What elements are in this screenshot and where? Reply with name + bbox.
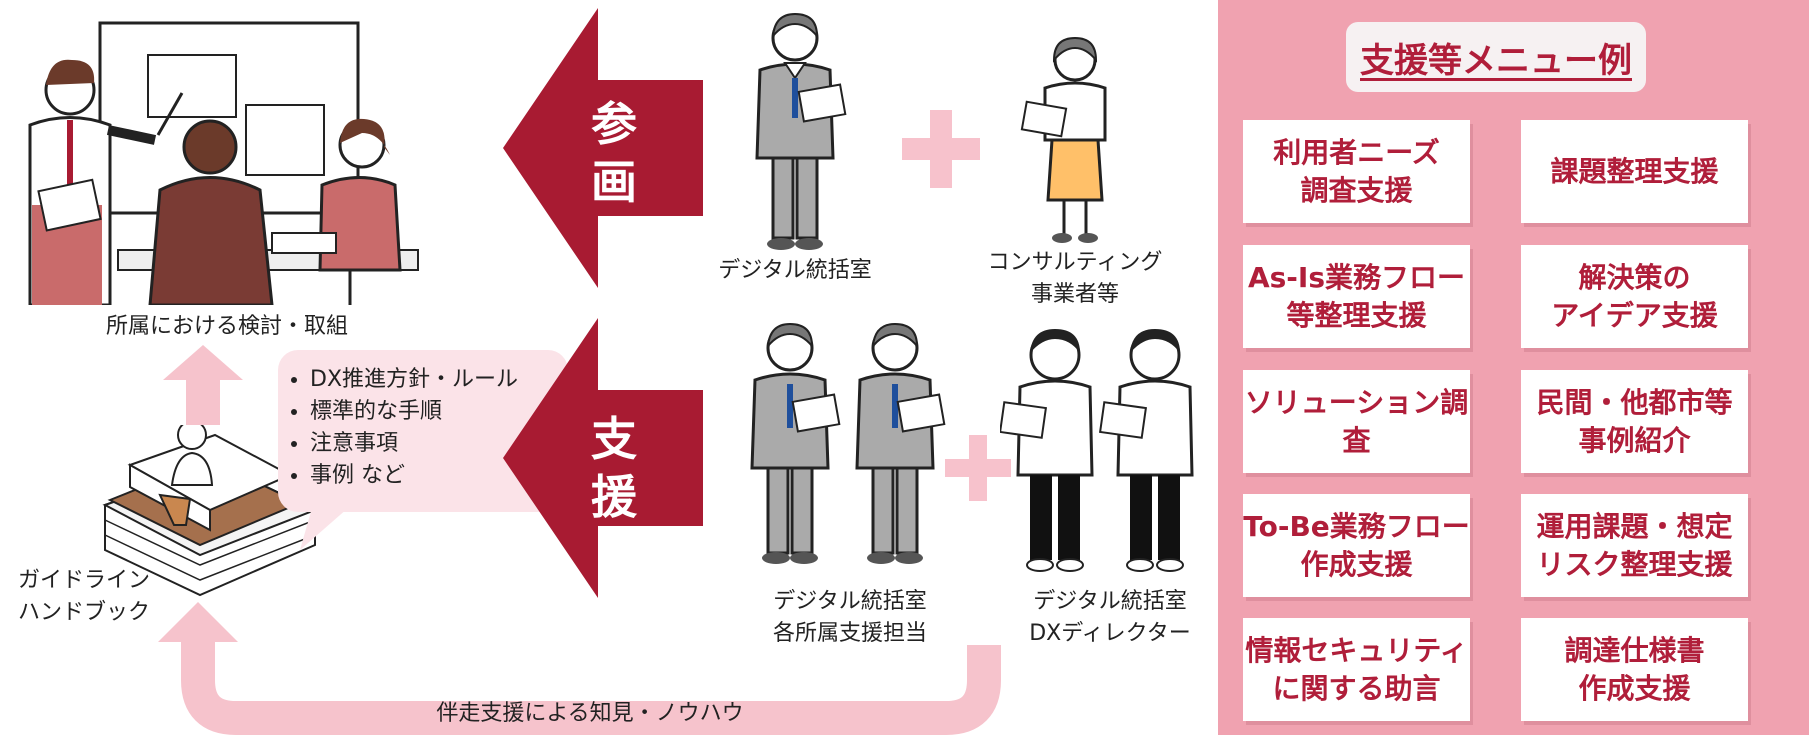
menu-item-security-advice: 情報セキュリティ に関する助言 (1243, 618, 1470, 721)
support-staff-figures (750, 322, 946, 564)
support-label-char: 援 (591, 470, 637, 524)
bubble-item: DX推進方針・ルール (310, 364, 568, 396)
knowhow-caption: 伴走支援による知見・ノウハウ (436, 701, 744, 726)
menu-item-label: 民間・他都市等 事例紹介 (1536, 385, 1733, 457)
digital-office-staff-figure (755, 12, 847, 250)
menu-item-risk-organizing: 運用課題・想定 リスク整理支援 (1521, 494, 1748, 597)
support-menu-panel: 支援等メニュー例 利用者ニーズ 調査支援 課題整理支援 As-Is業務フロー 等… (1218, 0, 1809, 735)
meeting-illustration (28, 21, 419, 305)
menu-item-label: 課題整理支援 (1550, 154, 1719, 188)
menu-item-case-studies: 民間・他都市等 事例紹介 (1521, 370, 1748, 473)
menu-item-user-needs: 利用者ニーズ 調査支援 (1243, 120, 1470, 223)
menu-item-label: 利用者ニーズ 調査支援 (1273, 135, 1440, 207)
menu-item-label: 解決策の アイデア支援 (1551, 260, 1718, 332)
menu-item-label: 調達仕様書 作成支援 (1564, 633, 1705, 705)
consulting-caption-line2: 事業者等 (1030, 282, 1119, 307)
dx-director-caption-line1: デジタル統括室 (1033, 589, 1187, 614)
plus-icon (945, 435, 1011, 501)
participation-label: 参 画 (584, 95, 644, 211)
menu-item-issue-organizing: 課題整理支援 (1521, 120, 1748, 223)
meeting-caption: 所属における検討・取組 (105, 314, 348, 339)
support-label: 支 援 (584, 410, 644, 526)
support-staff-caption-line2: 各所属支援担当 (772, 621, 927, 646)
bubble-item: 注意事項 (310, 428, 568, 460)
knowhow-flow-arrow (158, 602, 1001, 735)
guideline-caption-line2: ハンドブック (18, 600, 151, 625)
menu-item-label: As-Is業務フロー 等整理支援 (1247, 260, 1466, 332)
guideline-handbook-illustration (102, 425, 318, 597)
bubble-item: 事例 など (310, 460, 568, 492)
plus-icon (902, 110, 980, 188)
support-arrow (503, 318, 703, 598)
menu-item-label: To-Be業務フロー 作成支援 (1243, 509, 1470, 581)
menu-title-box: 支援等メニュー例 (1346, 22, 1646, 92)
menu-item-solution-ideas: 解決策の アイデア支援 (1521, 245, 1748, 348)
digital-office-caption: デジタル統括室 (718, 258, 872, 283)
menu-item-label: 運用課題・想定 リスク整理支援 (1536, 509, 1733, 581)
bubble-item: 標準的な手順 (310, 396, 568, 428)
dx-director-caption-line2: DXディレクター (1029, 621, 1191, 646)
consulting-caption-line1: コンサルティング (987, 250, 1163, 275)
participation-label-char: 画 (591, 155, 637, 209)
up-arrow-short (163, 345, 243, 425)
menu-item-label: ソリューション調査 (1244, 385, 1469, 457)
dx-director-figures (1000, 329, 1194, 572)
menu-item-tobe-flow: To-Be業務フロー 作成支援 (1243, 494, 1470, 597)
guideline-caption-line1: ガイドライン (18, 568, 151, 593)
menu-item-asis-flow: As-Is業務フロー 等整理支援 (1243, 245, 1470, 348)
guideline-contents-bubble: DX推進方針・ルール 標準的な手順 注意事項 事例 など (278, 350, 568, 512)
participation-arrow (503, 8, 703, 288)
menu-item-solution-research: ソリューション調査 (1243, 370, 1470, 473)
consulting-staff-figure (1020, 36, 1107, 243)
menu-item-label: 情報セキュリティ に関する助言 (1245, 633, 1468, 705)
participation-label-char: 参 (591, 97, 637, 151)
support-label-char: 支 (591, 412, 637, 466)
menu-item-procurement-spec: 調達仕様書 作成支援 (1521, 618, 1748, 721)
menu-title: 支援等メニュー例 (1360, 40, 1632, 81)
support-staff-caption-line1: デジタル統括室 (773, 589, 927, 614)
